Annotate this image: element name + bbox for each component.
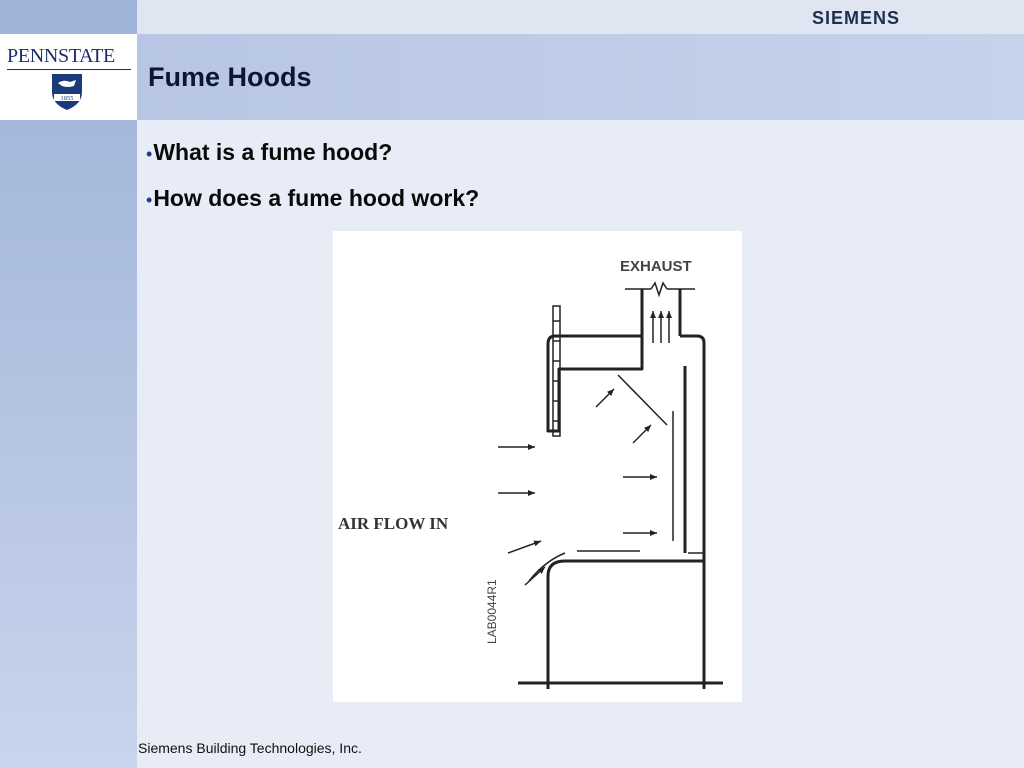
title-band xyxy=(137,34,1024,120)
pennstate-logo: PENNSTATE 1855 xyxy=(0,34,137,120)
bullet-item: •What is a fume hood? xyxy=(146,137,479,169)
left-sidebar-bar xyxy=(0,0,137,768)
footer-text: Siemens Building Technologies, Inc. xyxy=(138,740,362,756)
logo-rule xyxy=(7,69,131,70)
page-title: Fume Hoods xyxy=(148,62,312,92)
shield-icon: 1855 xyxy=(52,74,82,110)
logo-year: 1855 xyxy=(61,95,74,102)
top-strip xyxy=(137,0,1024,34)
siemens-brand: SIEMENS xyxy=(811,8,900,28)
figure-code-label: LAB0044R1 xyxy=(485,579,499,644)
bullet-list: •What is a fume hood? •How does a fume h… xyxy=(146,137,479,229)
bullet-text: How does a fume hood work? xyxy=(153,185,480,211)
airflow-label: AIR FLOW IN xyxy=(338,514,449,533)
bullet-text: What is a fume hood? xyxy=(153,139,393,165)
bullet-item: •How does a fume hood work? xyxy=(146,183,479,215)
fume-hood-drawing xyxy=(498,281,723,689)
fume-hood-diagram: EXHAUST AIR FLOW IN LAB0044R1 xyxy=(333,231,742,702)
pennstate-logo-text: PENNSTATE xyxy=(7,45,115,67)
bullet-dot: • xyxy=(146,190,153,210)
bullet-dot: • xyxy=(146,144,153,164)
exhaust-label: EXHAUST xyxy=(620,258,692,275)
